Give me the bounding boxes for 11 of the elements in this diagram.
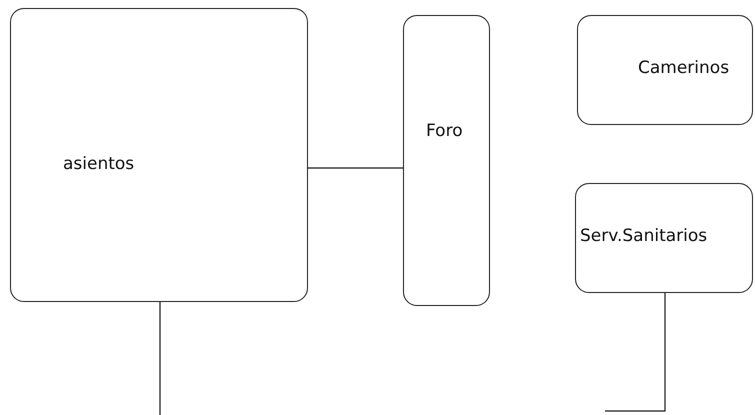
room-box [577,15,753,125]
connector-line [605,293,666,412]
connector-line [159,302,161,415]
room-label: Foro [426,121,463,141]
room-label: asientos [63,154,134,174]
room-label: Camerinos [638,58,730,78]
room-label: Serv.Sanitarios [580,226,708,246]
room-box [403,15,490,306]
room-box [575,183,753,293]
room-box [10,8,308,302]
connector-line [308,167,403,169]
